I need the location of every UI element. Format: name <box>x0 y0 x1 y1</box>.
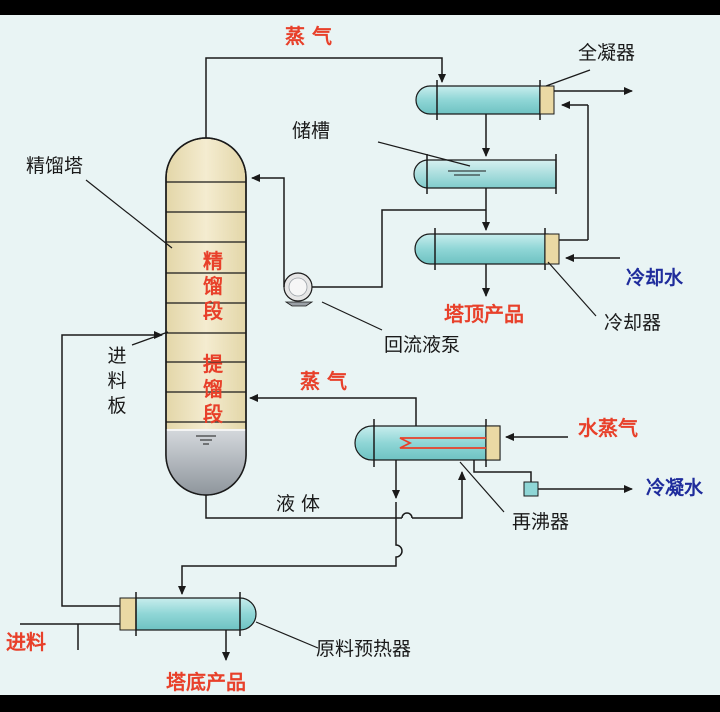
liquid-level-mark <box>196 435 216 445</box>
label-water-steam: 水蒸气 <box>578 416 638 440</box>
arrow-icon <box>251 174 285 287</box>
label-top-product: 塔顶产品 <box>444 302 524 326</box>
label-reboiler: 再沸器 <box>512 511 570 533</box>
label-bottom-product: 塔底产品 <box>166 670 246 694</box>
pipe-crossover <box>401 512 413 519</box>
label-total-condenser: 全凝器 <box>578 42 636 64</box>
label-liquid: 液 体 <box>276 493 321 515</box>
arrow-icon <box>178 522 403 595</box>
feed-preheater <box>119 592 257 636</box>
label-reflux-pump: 回流液泵 <box>384 334 461 356</box>
rectifying-tower <box>165 137 247 496</box>
arrow-icon <box>412 471 466 519</box>
label-feed-preheater: 原料预热器 <box>316 638 412 660</box>
leader-lines <box>85 69 597 649</box>
label-rectifying-section: 精馏段 <box>203 249 223 323</box>
process-pipes <box>20 57 633 661</box>
label-feed: 进料 <box>6 630 46 654</box>
tower-trays <box>166 181 246 423</box>
arrow-icon <box>61 331 163 607</box>
label-cooling-water: 冷却水 <box>626 267 684 289</box>
reboiler <box>354 419 501 467</box>
storage-tank <box>413 154 557 194</box>
cooler <box>414 228 560 270</box>
label-condensed-water: 冷凝水 <box>646 477 704 499</box>
heating-coil <box>399 437 486 449</box>
label-storage-tank: 储槽 <box>292 120 331 142</box>
label-steam-mid: 蒸 气 <box>300 369 347 393</box>
trap-icon <box>523 481 539 497</box>
label-stripping-section: 提馏段 <box>203 352 223 426</box>
label-rectifying-tower: 精馏塔 <box>26 155 84 177</box>
label-cooler: 冷却器 <box>604 312 662 334</box>
arrow-icon <box>249 394 417 426</box>
arrow-icon <box>205 57 446 138</box>
diagram-background <box>0 15 720 695</box>
total-condenser <box>415 80 555 120</box>
label-feed-plate: 进料板 <box>107 345 127 417</box>
label-steam-top: 蒸 气 <box>285 24 332 48</box>
